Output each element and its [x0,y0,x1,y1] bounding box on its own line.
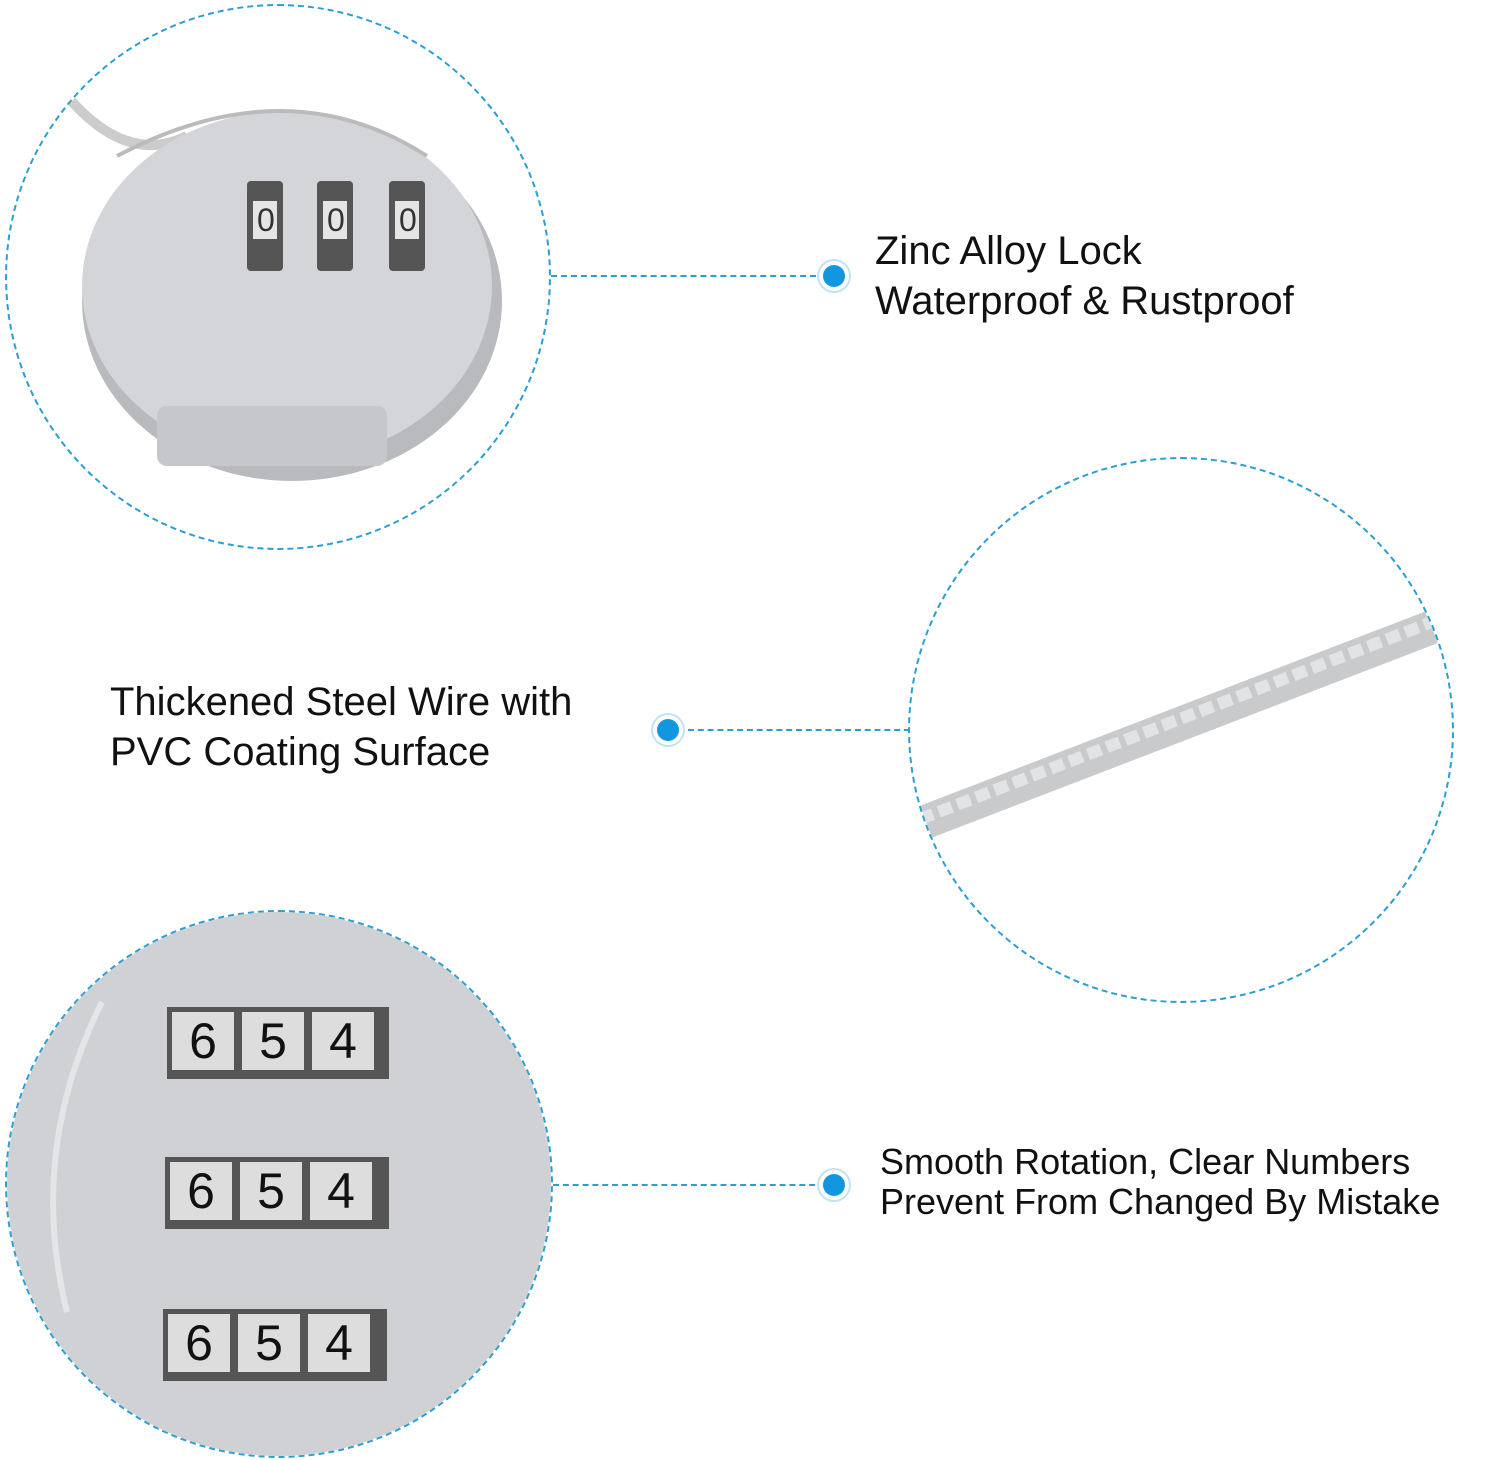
dial-row: 6 5 4 [170,1162,372,1220]
feature-line: Prevent From Changed By Mistake [880,1181,1441,1223]
bullet-dot [657,719,679,741]
dial-digit: 0 [399,202,417,238]
dial-digit: 0 [327,202,345,238]
feature-label: Zinc Alloy Lock Waterproof & Rustproof [875,226,1294,326]
feature-line: PVC Coating Surface [110,730,491,774]
lock-image-circle: 0 0 0 [5,4,551,550]
dial-row: 6 5 4 [172,1012,374,1070]
bullet-dot [823,265,845,287]
dial-digit: 6 [172,1012,234,1070]
feature-line: Thickened Steel Wire with [110,680,573,724]
feature-line: Smooth Rotation, Clear Numbers [880,1141,1411,1182]
dial-digit: 5 [242,1012,304,1070]
feature-label: Thickened Steel Wire with PVC Coating Su… [110,677,572,777]
dial-digit: 5 [240,1162,302,1220]
feature-line: Waterproof & Rustproof [875,279,1294,323]
connector-line [553,1184,825,1186]
dial-digit: 5 [238,1314,300,1372]
dials-image-circle: 6 5 4 6 5 4 6 5 4 [5,910,553,1458]
feature-label: Smooth Rotation, Clear Numbers Prevent F… [880,1141,1441,1223]
dial-digit: 0 [257,202,275,238]
bullet-dot [823,1174,845,1196]
lock-illustration [63,92,502,481]
wire-image-circle [908,457,1454,1003]
dial-digit: 4 [310,1162,372,1220]
dial-digit: 6 [168,1314,230,1372]
dial-digit: 4 [312,1012,374,1070]
feature-line: Zinc Alloy Lock [875,229,1142,273]
connector-line [551,275,826,277]
dial-digit: 6 [170,1162,232,1220]
dial-row: 6 5 4 [168,1314,370,1372]
dial-digit: 4 [308,1314,370,1372]
connector-line [688,729,910,731]
wire-illustration [913,608,1447,840]
